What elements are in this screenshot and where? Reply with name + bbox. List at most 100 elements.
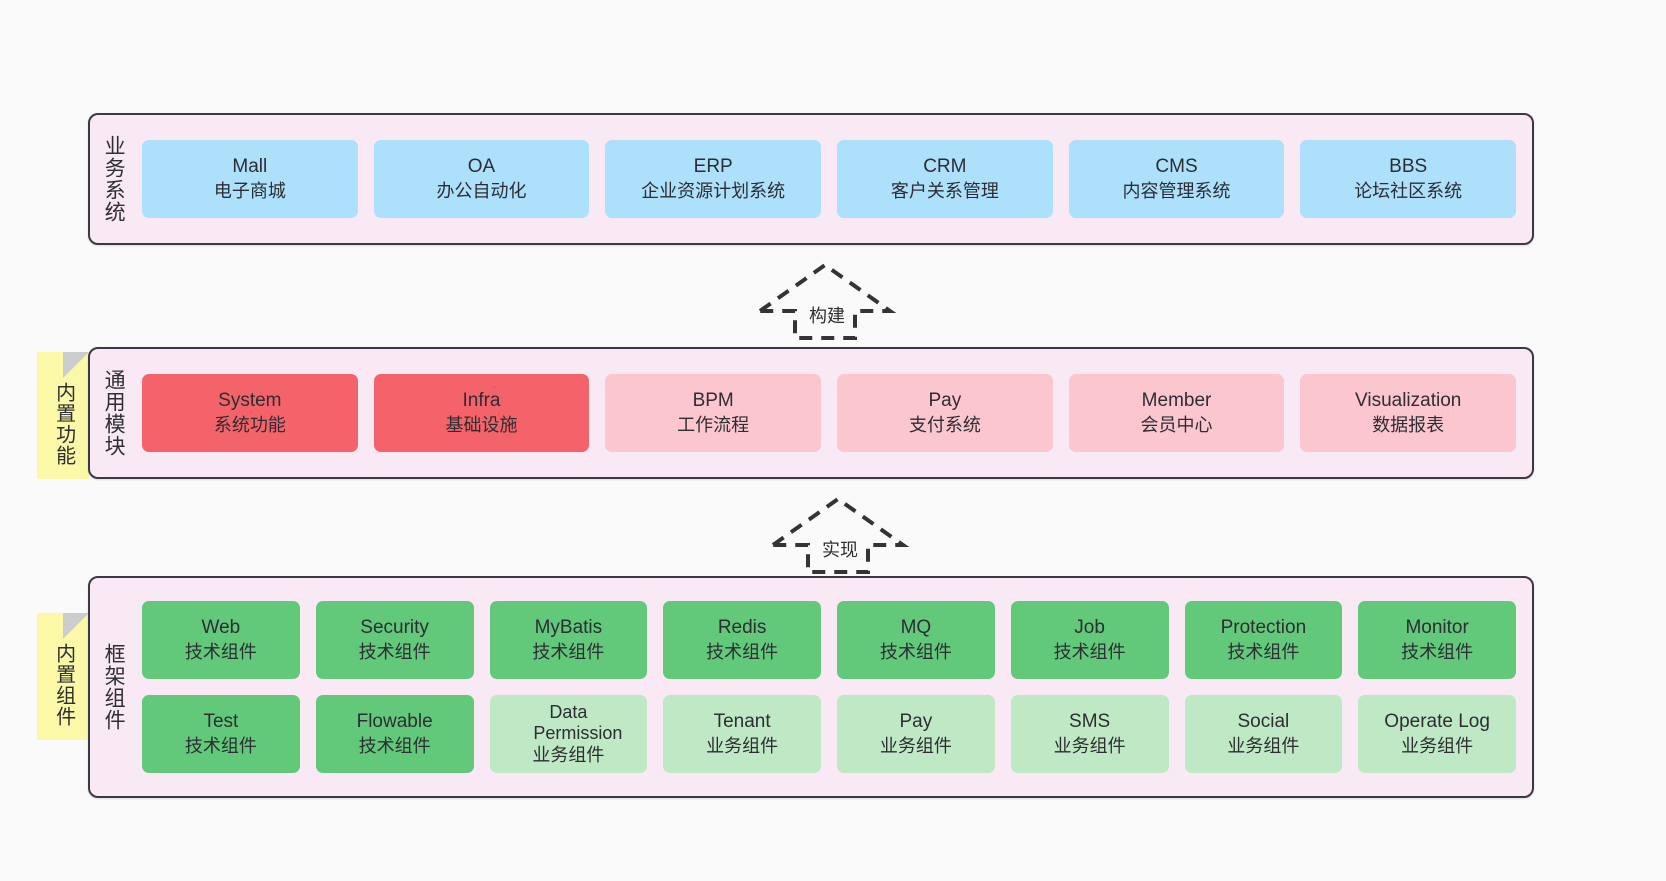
module-bbs[interactable]: BBS 论坛社区系统	[1300, 140, 1517, 218]
component-title: Operate Log	[1384, 711, 1490, 733]
component-title: Social	[1237, 711, 1290, 733]
component-subtitle: 技术组件	[532, 641, 605, 662]
module-title: System	[218, 390, 282, 412]
module-subtitle: 客户关系管理	[890, 180, 999, 201]
component-security[interactable]: Security 技术组件	[315, 601, 474, 679]
module-title: Visualization	[1355, 390, 1462, 412]
module-subtitle: 内容管理系统	[1122, 180, 1231, 201]
layer-title-common-modules: 通用模块	[102, 369, 126, 457]
module-title: OA	[467, 156, 496, 178]
component-subtitle: 技术组件	[184, 735, 257, 756]
sticky-note-label: 内置组件	[52, 642, 75, 727]
component-tenant[interactable]: Tenant 业务组件	[663, 695, 821, 773]
module-system[interactable]: System 系统功能	[142, 374, 358, 452]
component-title: Pay	[899, 711, 933, 733]
module-cms[interactable]: CMS 内容管理系统	[1068, 140, 1285, 218]
component-subtitle: 业务组件	[1227, 735, 1300, 756]
module-subtitle: 基础设施	[445, 414, 518, 435]
module-subtitle: 企业资源计划系统	[641, 180, 786, 201]
component-title: Data Permission	[533, 701, 623, 744]
layer-business-systems[interactable]: 业务系统 Mall 电子商城 OA 办公自动化 ERP 企业资源计划系统 CRM…	[88, 113, 1534, 245]
component-job[interactable]: Job 技术组件	[1010, 601, 1169, 679]
module-crm[interactable]: CRM 客户关系管理	[837, 140, 1053, 218]
module-mall[interactable]: Mall 电子商城	[142, 140, 358, 218]
component-subtitle: 技术组件	[1401, 641, 1474, 662]
component-subtitle: 技术组件	[358, 641, 431, 662]
component-protection[interactable]: Protection 技术组件	[1184, 601, 1343, 679]
layer-body-common-modules: System 系统功能 Infra 基础设施 BPM 工作流程 Pay 支付系统…	[136, 349, 1532, 477]
component-monitor[interactable]: Monitor 技术组件	[1358, 601, 1516, 679]
sticky-note-label: 内置功能	[52, 381, 75, 466]
module-subtitle: 系统功能	[213, 414, 286, 435]
sticky-note-builtin-features: 内置功能	[37, 352, 89, 479]
component-subtitle: 技术组件	[879, 641, 952, 662]
component-test[interactable]: Test 技术组件	[142, 695, 300, 773]
layer-body-business-systems: Mall 电子商城 OA 办公自动化 ERP 企业资源计划系统 CRM 客户关系…	[136, 115, 1532, 243]
component-subtitle: 业务组件	[706, 735, 779, 756]
component-mybatis[interactable]: MyBatis 技术组件	[489, 601, 648, 679]
component-mq[interactable]: MQ 技术组件	[837, 601, 995, 679]
module-subtitle: 工作流程	[677, 414, 750, 435]
arrow-implement: 实现	[766, 492, 918, 577]
component-title: Job	[1074, 617, 1105, 639]
component-title: Web	[201, 617, 241, 639]
component-subtitle: 技术组件	[706, 641, 779, 662]
module-subtitle: 数据报表	[1372, 414, 1445, 435]
component-subtitle: 技术组件	[1053, 641, 1126, 662]
layer-framework-components[interactable]: 框架组件 Web 技术组件 Security 技术组件 MyBatis 技术组件…	[88, 576, 1534, 798]
module-title: BBS	[1389, 156, 1428, 178]
component-subtitle: 技术组件	[1227, 641, 1300, 662]
component-title: Protection	[1220, 617, 1307, 639]
row: Web 技术组件 Security 技术组件 MyBatis 技术组件 Redi…	[142, 601, 1516, 679]
layer-body-framework-components: Web 技术组件 Security 技术组件 MyBatis 技术组件 Redi…	[136, 578, 1532, 796]
component-redis[interactable]: Redis 技术组件	[663, 601, 821, 679]
layer-title-business-systems: 业务系统	[102, 135, 126, 223]
module-pay[interactable]: Pay 支付系统	[837, 374, 1053, 452]
component-subtitle: 业务组件	[1401, 735, 1474, 756]
module-title: ERP	[693, 156, 733, 178]
component-sms[interactable]: SMS 业务组件	[1010, 695, 1169, 773]
module-member[interactable]: Member 会员中心	[1068, 374, 1285, 452]
component-title: Test	[203, 711, 239, 733]
row: System 系统功能 Infra 基础设施 BPM 工作流程 Pay 支付系统…	[142, 374, 1517, 452]
module-title: BPM	[692, 390, 734, 412]
component-subtitle: 业务组件	[879, 735, 952, 756]
component-web[interactable]: Web 技术组件	[142, 601, 300, 679]
component-title: MQ	[900, 617, 932, 639]
module-title: Member	[1141, 390, 1212, 412]
module-erp[interactable]: ERP 企业资源计划系统	[605, 140, 822, 218]
row: Mall 电子商城 OA 办公自动化 ERP 企业资源计划系统 CRM 客户关系…	[142, 140, 1517, 218]
component-pay[interactable]: Pay 业务组件	[837, 695, 995, 773]
module-title: Infra	[462, 390, 501, 412]
module-visualization[interactable]: Visualization 数据报表	[1300, 374, 1517, 452]
component-subtitle: 业务组件	[532, 744, 605, 765]
module-title: CRM	[923, 156, 967, 178]
component-subtitle: 业务组件	[1053, 735, 1126, 756]
module-title: Pay	[928, 390, 962, 412]
module-subtitle: 办公自动化	[436, 180, 527, 201]
component-flowable[interactable]: Flowable 技术组件	[315, 695, 474, 773]
component-subtitle: 技术组件	[358, 735, 431, 756]
module-subtitle: 支付系统	[908, 414, 981, 435]
module-subtitle: 论坛社区系统	[1354, 180, 1463, 201]
component-subtitle: 技术组件	[184, 641, 257, 662]
arrow-implement-label: 实现	[822, 540, 858, 560]
component-social[interactable]: Social 业务组件	[1184, 695, 1343, 773]
component-title: MyBatis	[534, 617, 603, 639]
layer-common-modules[interactable]: 通用模块 System 系统功能 Infra 基础设施 BPM 工作流程 Pay…	[88, 347, 1534, 479]
module-oa[interactable]: OA 办公自动化	[373, 140, 590, 218]
component-title: Tenant	[713, 711, 771, 733]
module-bpm[interactable]: BPM 工作流程	[605, 374, 822, 452]
component-data-permission[interactable]: Data Permission 业务组件	[489, 695, 648, 773]
arrow-build: 构建	[753, 258, 905, 343]
component-title: Security	[360, 617, 429, 639]
component-title: Flowable	[356, 711, 433, 733]
module-subtitle: 会员中心	[1140, 414, 1213, 435]
row: Test 技术组件 Flowable 技术组件 Data Permission …	[142, 695, 1516, 773]
component-title: Monitor	[1405, 617, 1469, 639]
component-operate-log[interactable]: Operate Log 业务组件	[1358, 695, 1516, 773]
component-title: Redis	[717, 617, 767, 639]
layer-title-framework-components: 框架组件	[102, 643, 126, 731]
module-infra[interactable]: Infra 基础设施	[373, 374, 590, 452]
